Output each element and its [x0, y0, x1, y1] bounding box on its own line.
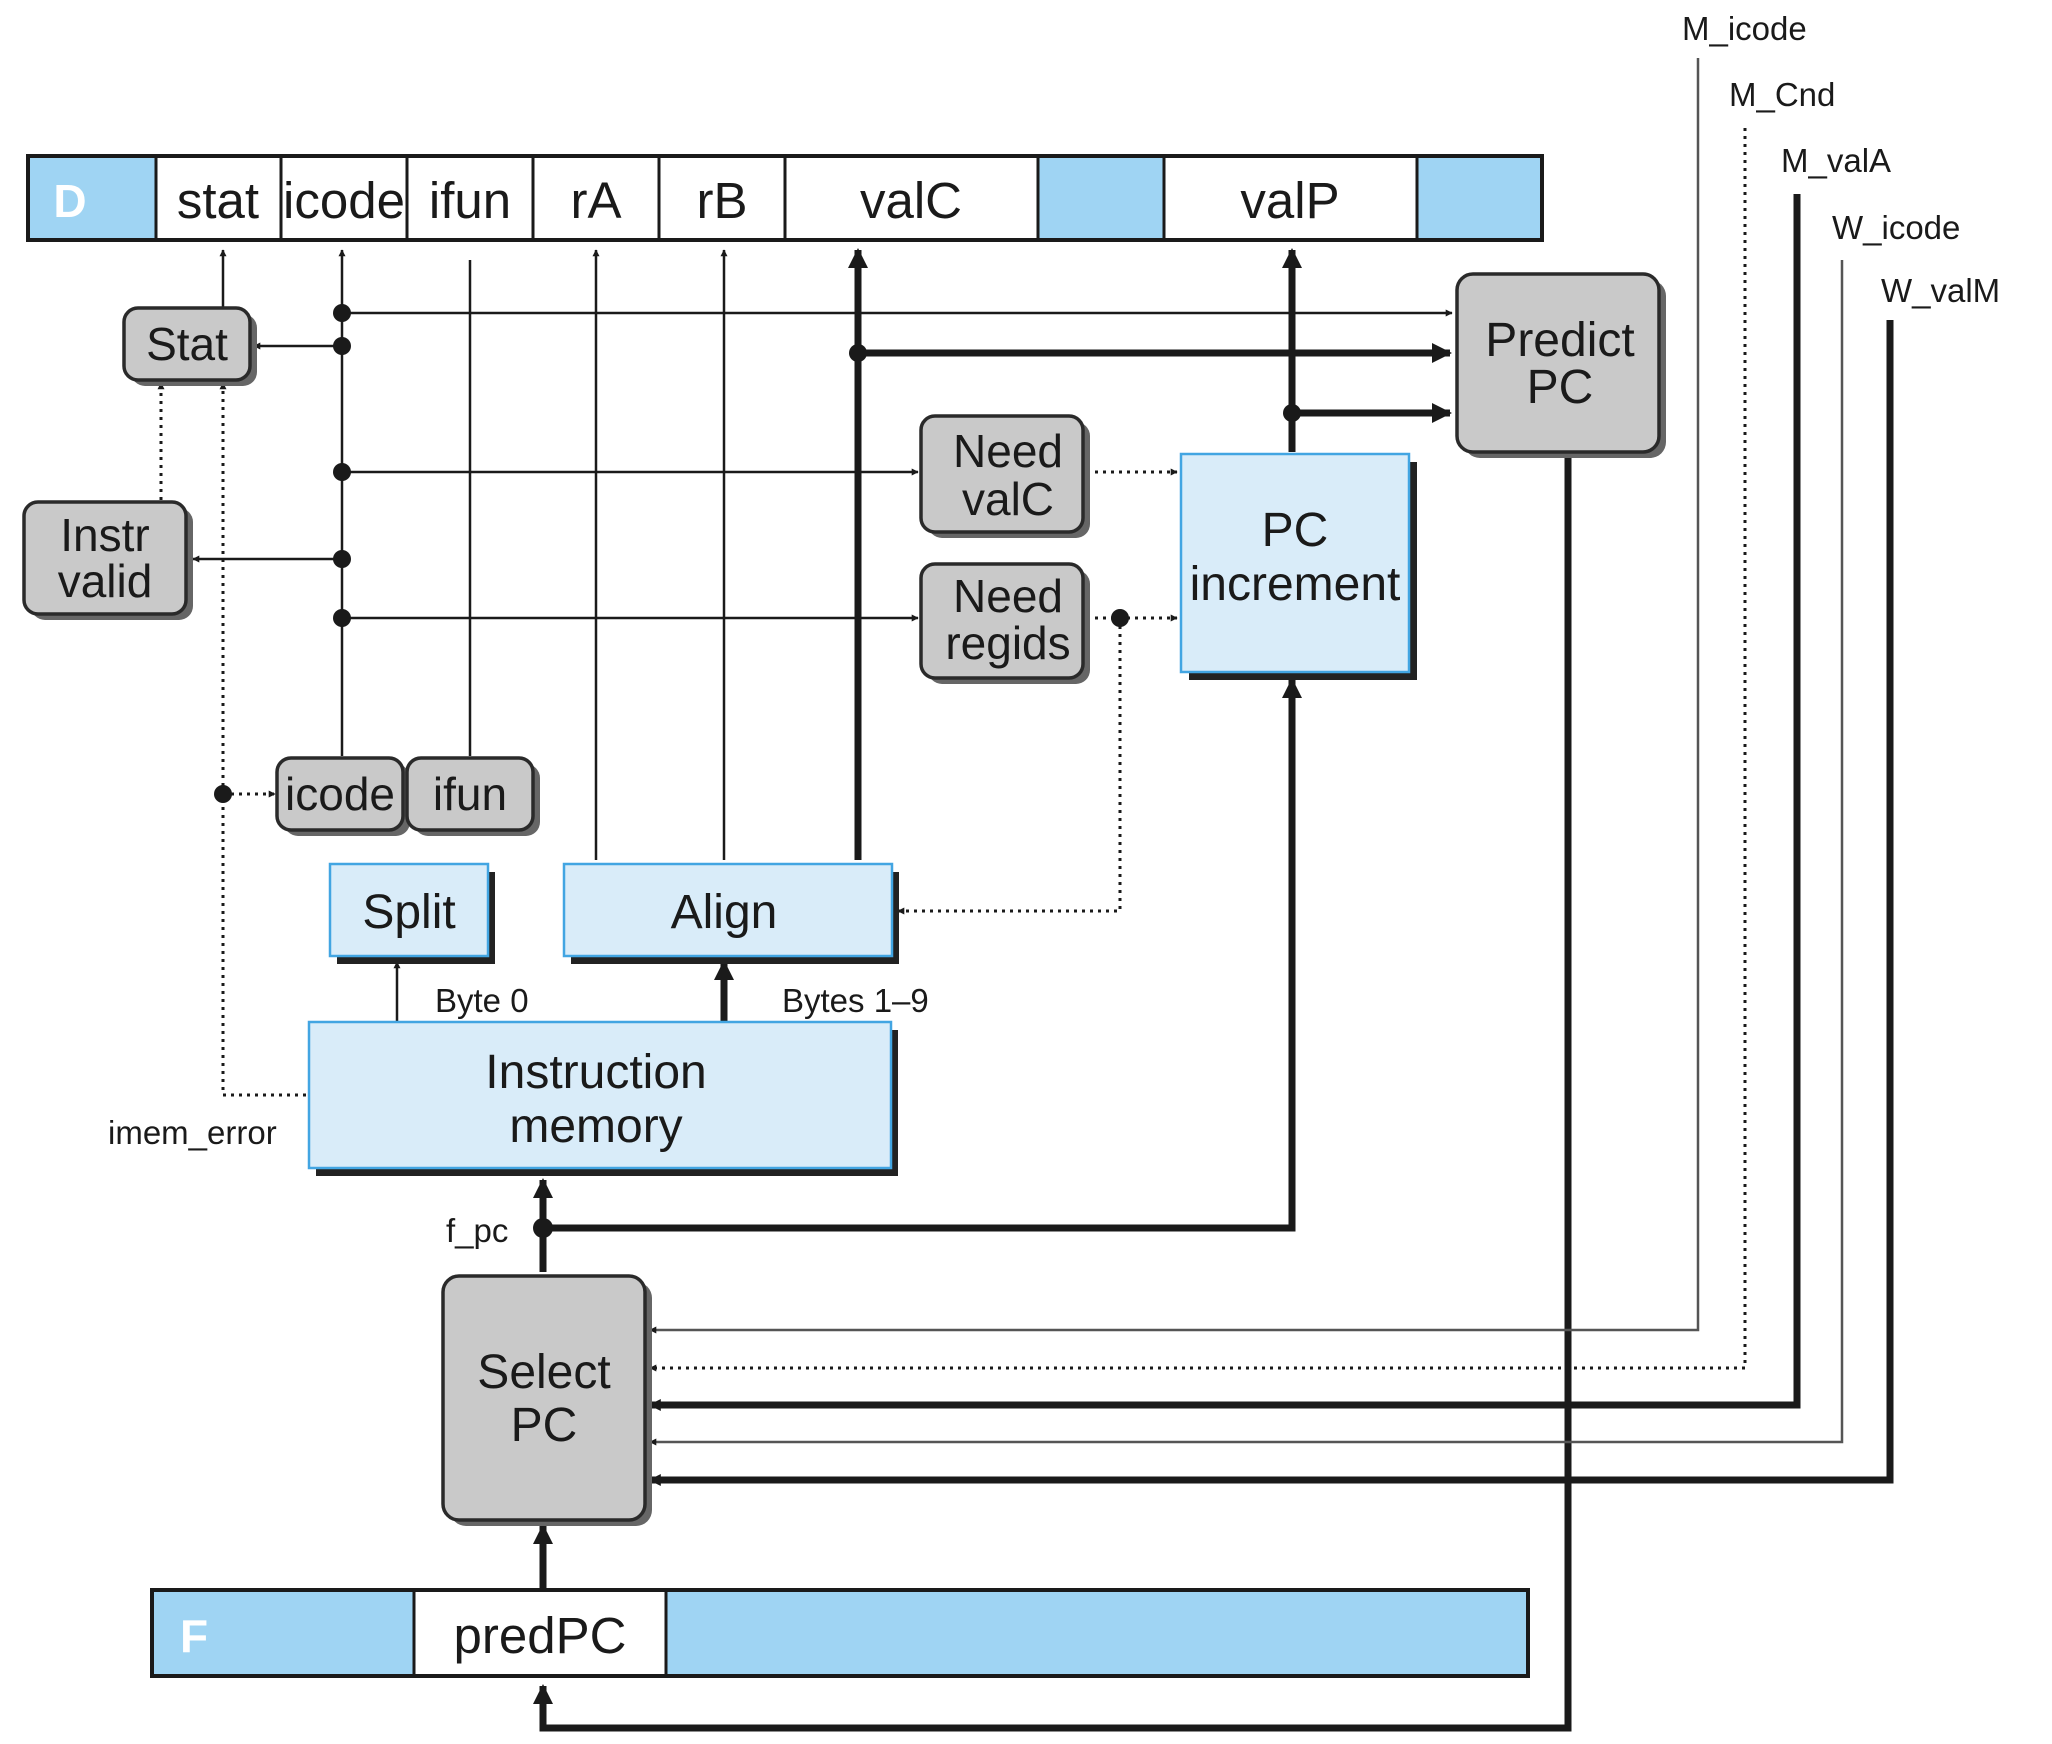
predict-pc-block: Predict PC [1455, 272, 1666, 458]
signal-labels: M_icode M_Cnd M_valA W_icode W_valM Byte… [108, 10, 2000, 1249]
imem-error-label: imem_error [108, 1114, 277, 1151]
need-regids-label-line1: Need [953, 570, 1063, 622]
predict-pc-label-line1: Predict [1485, 314, 1634, 367]
f-field-predpc: predPC [454, 1607, 627, 1664]
need-valc-label-line1: Need [953, 425, 1063, 477]
w-icode-label: W_icode [1832, 209, 1960, 246]
predict-pc-label-line2: PC [1527, 361, 1594, 414]
stat-block: Stat [122, 306, 257, 386]
pc-increment-block: PC increment [1179, 452, 1417, 680]
wires [157, 58, 1894, 1732]
d-field-ra: rA [571, 172, 622, 229]
align-block-label: Align [671, 886, 778, 939]
d-field-valc: valC [860, 172, 962, 229]
need-regids-block: Need regids [919, 562, 1090, 684]
pc-increment-label-line2: increment [1190, 558, 1401, 611]
byte0-label: Byte 0 [435, 982, 529, 1019]
instr-valid-label-line2: valid [58, 555, 153, 607]
instr-valid-block: Instr valid [22, 500, 193, 620]
bytes-1-9-label: Bytes 1–9 [782, 982, 929, 1019]
m-vala-label: M_valA [1781, 142, 1891, 179]
fetch-register: F predPC [150, 1588, 1530, 1678]
d-field-valp: valP [1240, 172, 1339, 229]
split-block: Split [328, 862, 495, 964]
icode-block: icode [275, 756, 410, 836]
fetch-register-label: F [180, 1610, 208, 1662]
instruction-memory-label-line1: Instruction [485, 1046, 706, 1099]
m-icode-label: M_icode [1682, 10, 1807, 47]
align-block: Align [562, 862, 899, 964]
split-block-label: Split [362, 886, 455, 939]
pc-increment-label-line1: PC [1262, 504, 1329, 557]
instruction-memory-block: Instruction memory [307, 1020, 898, 1176]
need-valc-block: Need valC [919, 414, 1090, 538]
d-field-stat: stat [177, 172, 259, 229]
junction-dots [214, 304, 1301, 1238]
stat-block-label: Stat [146, 318, 228, 370]
decode-register-label: D [53, 175, 86, 227]
decode-register: D stat icode ifun rA rB valC valP [26, 154, 1544, 242]
select-pc-label-line2: PC [511, 1399, 578, 1452]
d-field-rb: rB [697, 172, 748, 229]
icode-block-label: icode [285, 768, 395, 820]
instruction-memory-label-line2: memory [509, 1100, 682, 1153]
need-valc-label-line2: valC [962, 473, 1054, 525]
select-pc-label-line1: Select [477, 1346, 610, 1399]
d-field-ifun: ifun [429, 172, 511, 229]
ifun-block: ifun [405, 756, 540, 836]
m-cnd-label: M_Cnd [1729, 76, 1835, 113]
d-field-icode: icode [283, 172, 405, 229]
f-pc-label: f_pc [446, 1212, 508, 1249]
need-regids-label-line2: regids [945, 617, 1070, 669]
select-pc-block: Select PC [441, 1274, 652, 1526]
ifun-block-label: ifun [433, 768, 507, 820]
instr-valid-label-line1: Instr [60, 509, 149, 561]
w-valm-label: W_valM [1881, 272, 2000, 309]
